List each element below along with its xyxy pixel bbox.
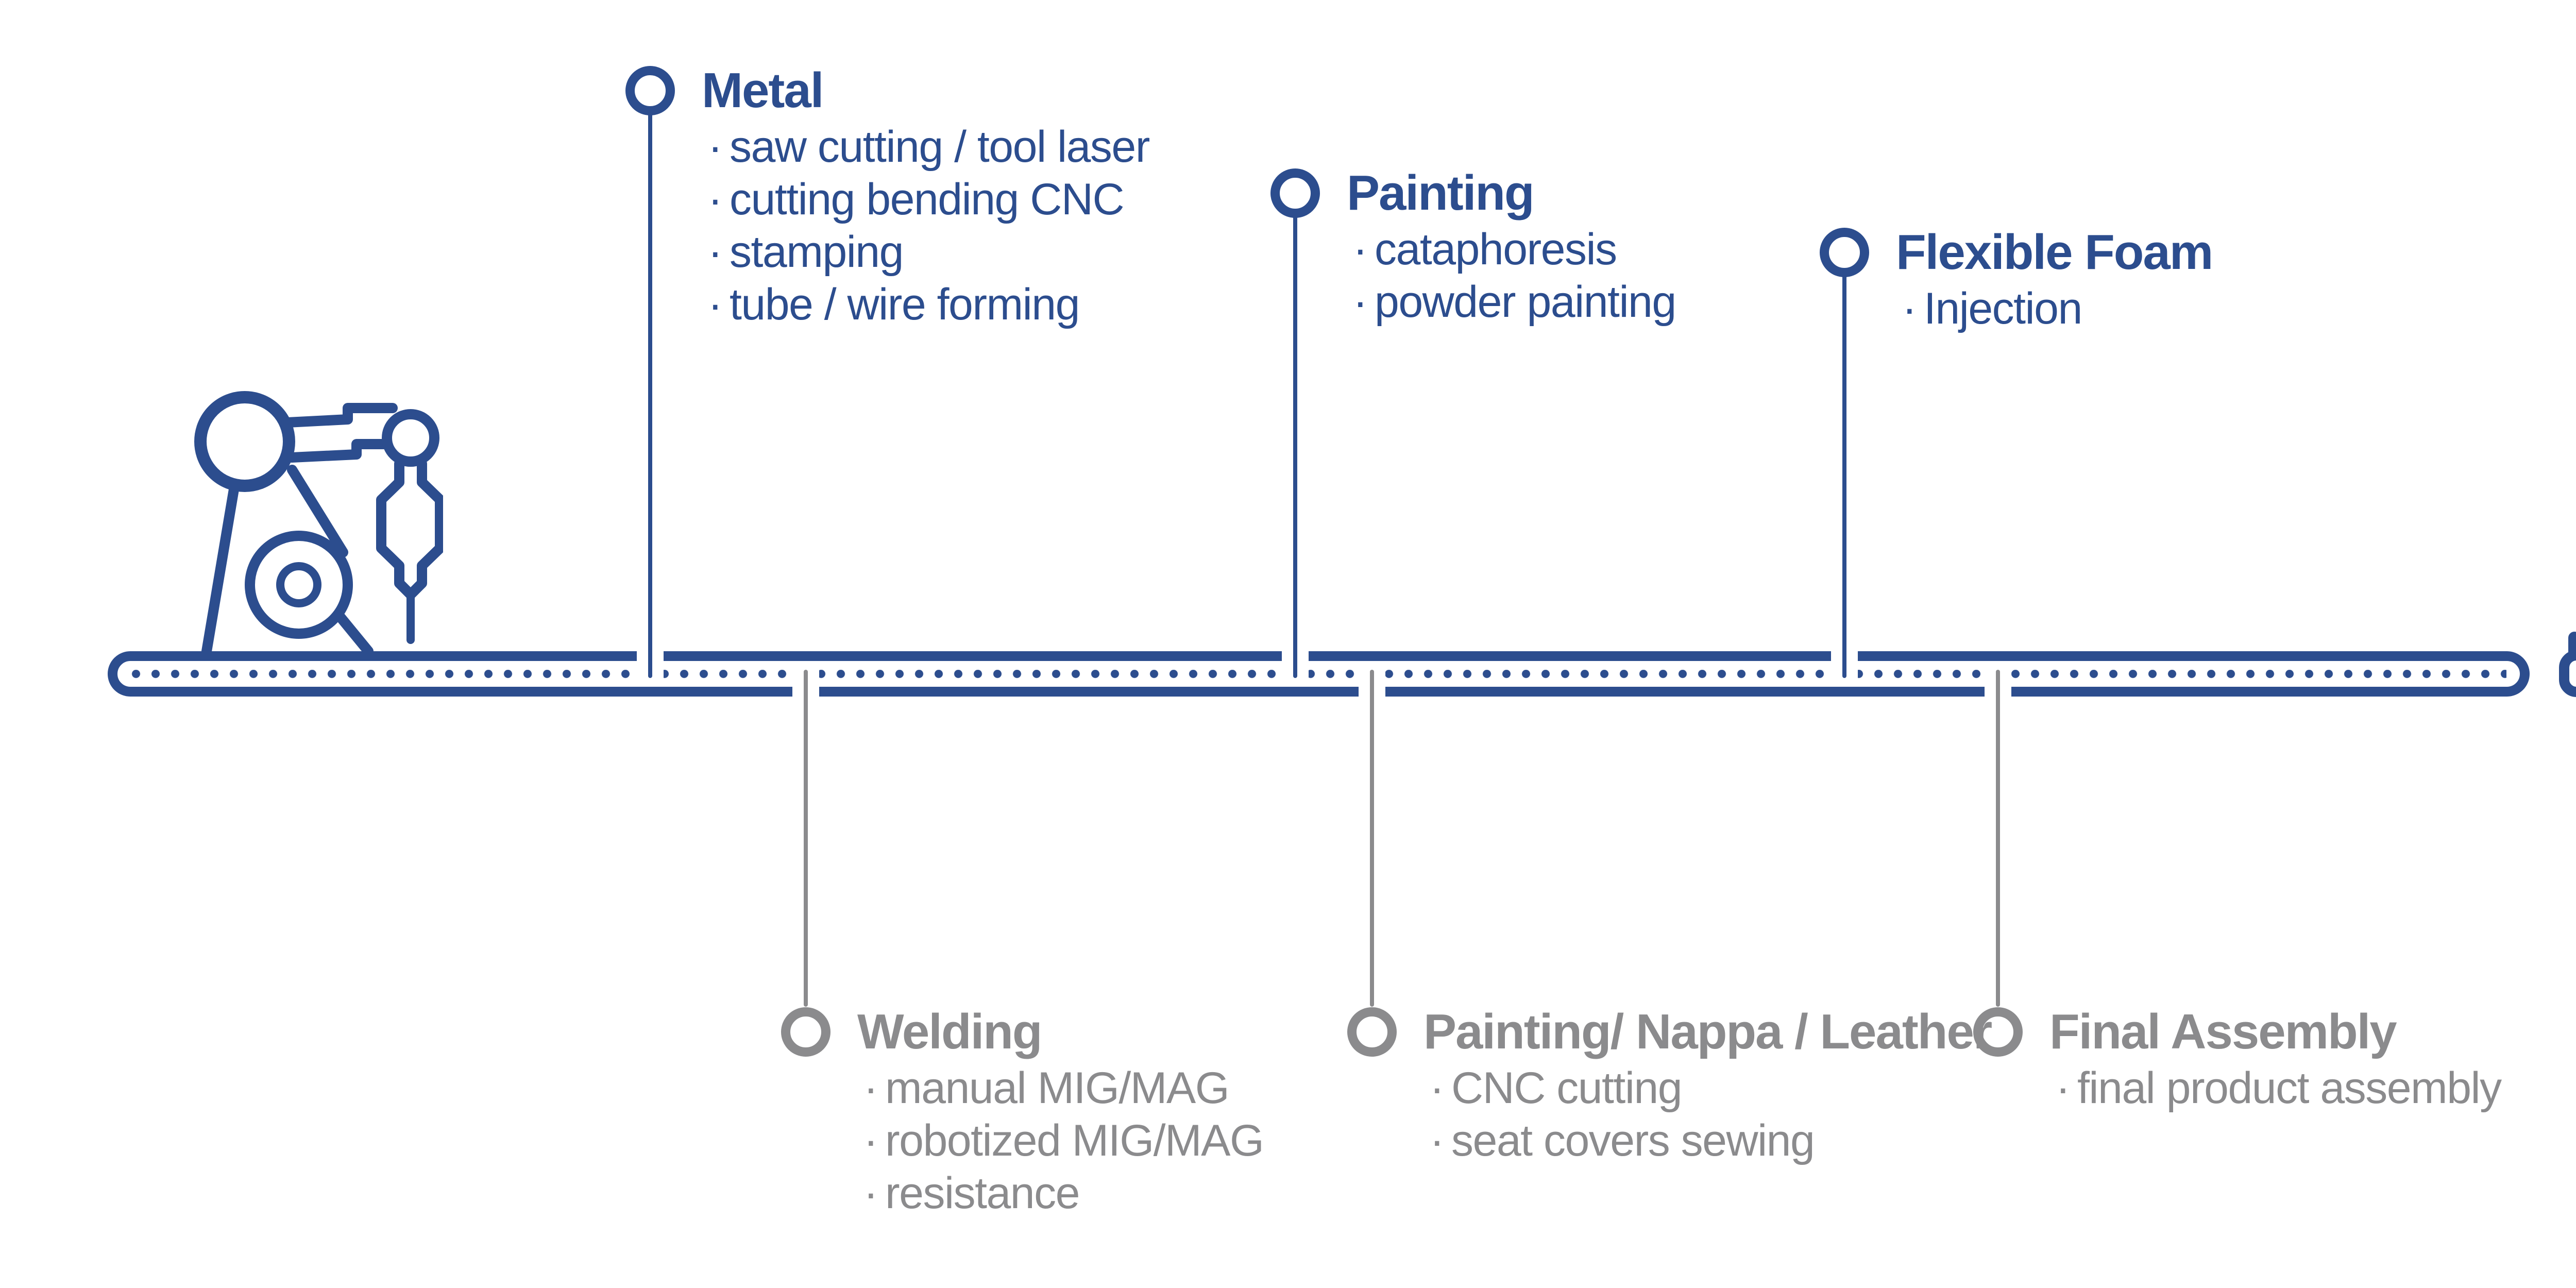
conveyor-belt-outline	[108, 651, 2530, 697]
milestone-item-label: tube / wire forming	[730, 280, 1080, 329]
milestone-items: ·final product assembly	[2056, 1062, 2502, 1114]
milestone-title: Painting	[1347, 165, 1535, 221]
milestone-title: Flexible Foam	[1896, 225, 2213, 280]
milestone-item-label: resistance	[885, 1168, 1080, 1218]
milestone-item: ·seat covers sewing	[1430, 1114, 1815, 1167]
connector-metal	[648, 113, 652, 678]
milestone-marker-metal	[625, 66, 675, 115]
bullet-dot: ·	[1902, 284, 1917, 333]
bullet-dot: ·	[2056, 1063, 2071, 1113]
bullet-dot: ·	[708, 227, 723, 277]
connector-painting	[1293, 216, 1297, 678]
milestone-title: Painting/ Nappa / Leather	[1423, 1004, 1992, 1059]
bullet-dot: ·	[863, 1063, 878, 1113]
milestone-item: ·resistance	[863, 1167, 1263, 1219]
milestone-item: ·tube / wire forming	[708, 278, 1149, 331]
connector-nappa-leather	[1370, 670, 1374, 1007]
milestone-marker-painting	[1270, 168, 1320, 218]
milestone-marker-welding	[781, 1007, 831, 1057]
milestone-item-label: stamping	[730, 227, 904, 277]
bullet-dot: ·	[708, 280, 723, 329]
car-seat-icon	[2559, 632, 2576, 697]
milestone-title: Welding	[857, 1004, 1043, 1059]
bullet-dot: ·	[863, 1168, 878, 1218]
bullet-dot: ·	[1430, 1063, 1445, 1113]
milestone-item-label: final product assembly	[2077, 1063, 2502, 1113]
milestone-item-label: cataphoresis	[1375, 225, 1617, 274]
milestone-item: ·cutting bending CNC	[708, 173, 1149, 226]
milestone-item: ·manual MIG/MAG	[863, 1062, 1263, 1114]
milestone-item-label: powder painting	[1375, 277, 1676, 327]
milestone-items: ·cataphoresis·powder painting	[1353, 223, 1676, 328]
milestone-item: ·saw cutting / tool laser	[708, 121, 1150, 173]
milestone-item-label: Injection	[1924, 284, 2082, 333]
connector-flexible-foam	[1842, 275, 1846, 678]
bullet-dot: ·	[1353, 225, 1368, 274]
milestone-item-label: cutting bending CNC	[730, 175, 1125, 224]
milestone-title: Final Assembly	[2049, 1004, 2397, 1059]
milestone-item-label: robotized MIG/MAG	[885, 1116, 1264, 1165]
bullet-dot: ·	[708, 122, 723, 172]
milestone-item: ·stamping	[708, 226, 1149, 278]
milestone-items: ·CNC cutting·seat covers sewing	[1430, 1062, 1815, 1167]
connector-final-assembly	[1996, 670, 2000, 1007]
milestone-item: ·cataphoresis	[1353, 223, 1676, 276]
milestone-item-label: manual MIG/MAG	[885, 1063, 1230, 1113]
conveyor-dotted-line	[131, 670, 2506, 679]
milestone-marker-nappa-leather	[1347, 1007, 1397, 1057]
bullet-dot: ·	[863, 1116, 878, 1165]
milestone-item: ·Injection	[1902, 282, 2082, 335]
milestone-marker-final-assembly	[1973, 1007, 2023, 1057]
connector-welding	[804, 670, 808, 1007]
bullet-dot: ·	[1430, 1116, 1445, 1165]
milestone-item-label: CNC cutting	[1451, 1063, 1683, 1113]
milestone-item: ·powder painting	[1353, 276, 1676, 328]
bullet-dot: ·	[1353, 277, 1368, 327]
milestone-item: ·robotized MIG/MAG	[863, 1114, 1264, 1167]
milestone-items: ·manual MIG/MAG·robotized MIG/MAG·resist…	[863, 1062, 1264, 1219]
robot-arm-icon	[194, 391, 443, 656]
milestone-marker-flexible-foam	[1820, 228, 1869, 277]
bullet-dot: ·	[708, 175, 723, 224]
milestone-items: ·saw cutting / tool laser·cutting bendin…	[708, 121, 1150, 331]
milestone-item: ·final product assembly	[2056, 1062, 2502, 1114]
milestone-item-label: seat covers sewing	[1451, 1116, 1815, 1165]
milestone-items: ·Injection	[1902, 282, 2082, 335]
milestone-item-label: saw cutting / tool laser	[730, 122, 1150, 172]
milestone-title: Metal	[702, 63, 824, 118]
milestone-item: ·CNC cutting	[1430, 1062, 1814, 1114]
